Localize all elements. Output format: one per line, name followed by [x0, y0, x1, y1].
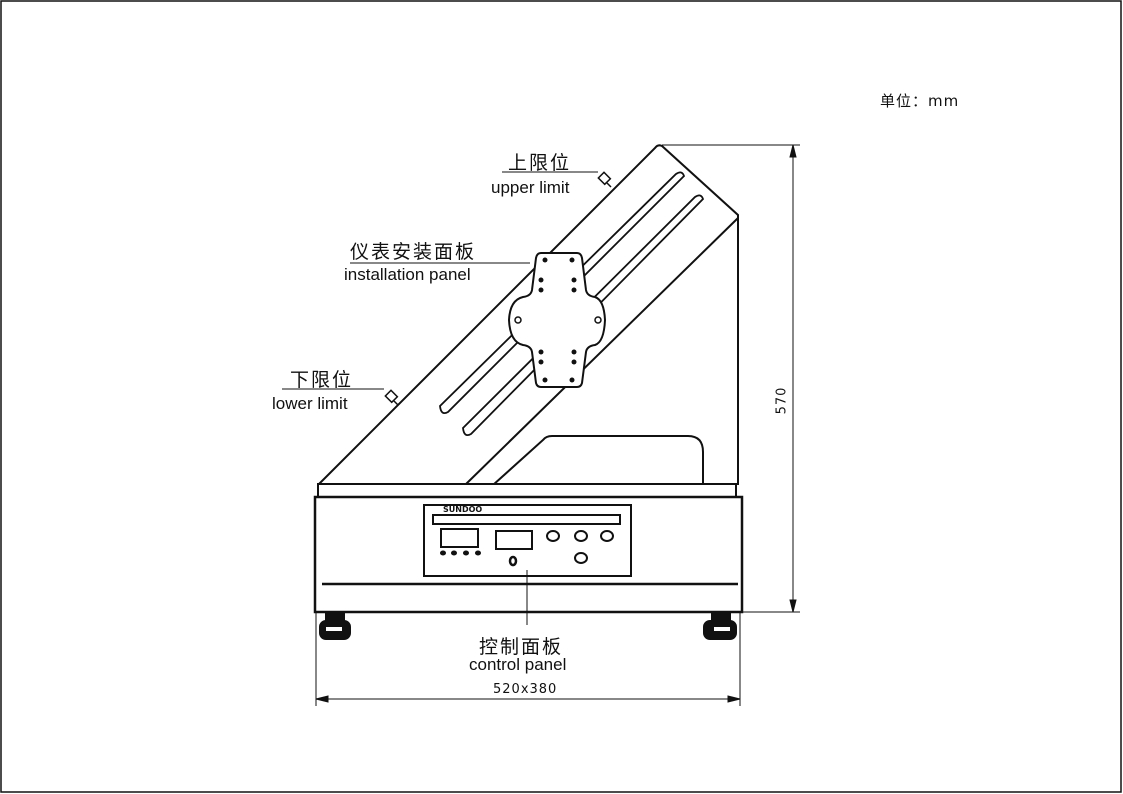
upper-limit-label-cn: 上限位	[508, 152, 572, 174]
height-dimension: 570	[774, 386, 790, 415]
display-1	[440, 528, 479, 548]
lower-limit-label-en: lower limit	[272, 394, 348, 413]
guide-slots	[439, 171, 705, 437]
upper-limit-knob	[597, 171, 612, 188]
plate-holes	[538, 257, 577, 383]
base-cabinet	[313, 495, 744, 614]
leader-lines	[282, 171, 598, 625]
footprint-dimension: 520x380	[493, 682, 558, 697]
control-panel-label-cn: 控制面板	[479, 636, 564, 658]
unit-label: 单位：mm	[880, 92, 960, 110]
installation-panel-plate	[507, 252, 607, 388]
feet	[319, 612, 737, 640]
panel-buttons	[546, 530, 614, 564]
dimension-lines	[315, 144, 800, 706]
upper-limit-label-en: upper limit	[491, 178, 570, 197]
rear-opening	[492, 435, 704, 486]
inclined-frame	[317, 144, 739, 486]
lower-limit-knob	[384, 389, 399, 406]
brand-logo: SUNDOO	[443, 505, 483, 514]
indicator-leds	[440, 550, 481, 556]
lower-limit-label-cn: 下限位	[290, 369, 354, 391]
knob-icon	[508, 555, 518, 567]
installation-panel-label-cn: 仪表安装面板	[350, 241, 477, 263]
panel-strip	[432, 514, 621, 525]
display-2	[495, 530, 533, 550]
inner-diagonal	[464, 217, 739, 486]
installation-panel-label-en: installation panel	[344, 265, 471, 284]
base-top-plate	[317, 483, 737, 498]
control-panel-label-en: control panel	[469, 655, 567, 674]
